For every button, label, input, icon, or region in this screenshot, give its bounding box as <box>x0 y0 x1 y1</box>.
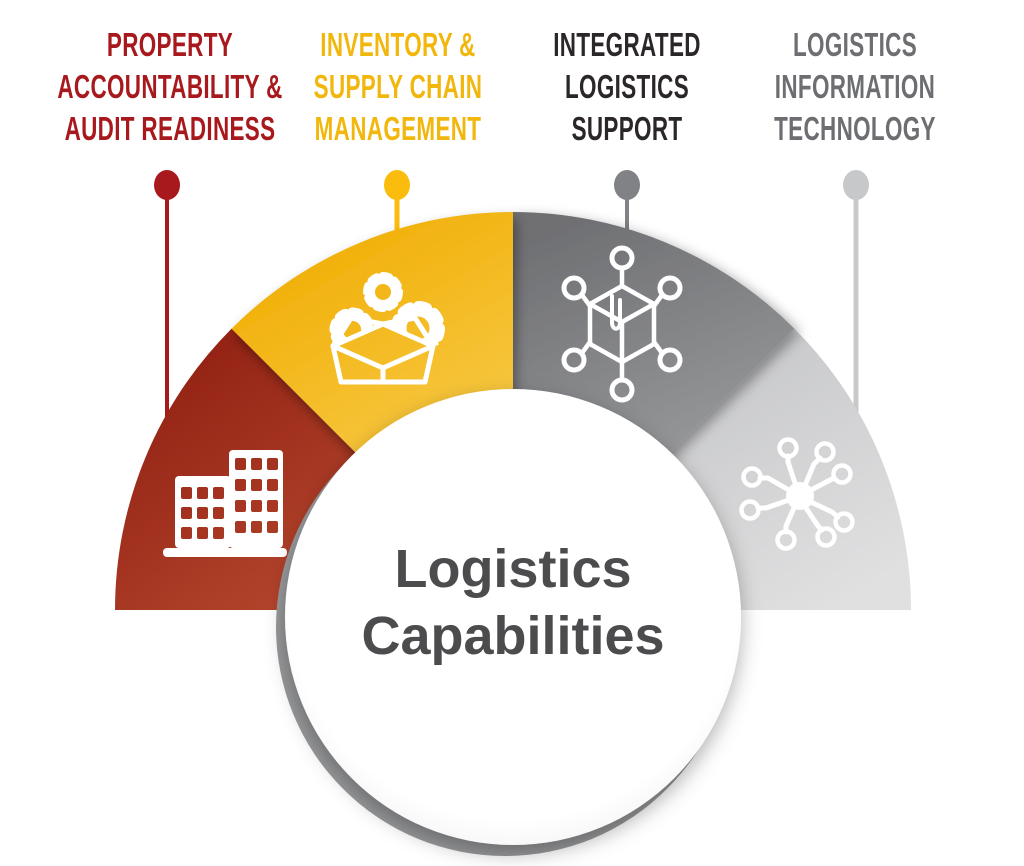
center-title: Logistics Capabilities <box>361 539 665 666</box>
center-disc <box>285 389 741 845</box>
leader-dot-information <box>843 170 869 200</box>
label-logistics-information-technology: LOGISTICS INFORMATION TECHNOLOGY <box>774 26 936 147</box>
buildings-icon <box>150 440 310 570</box>
leader-dot-integrated <box>614 170 640 200</box>
package-network-icon <box>561 245 683 403</box>
leader-dot-inventory <box>384 170 410 200</box>
label-integrated-logistics-support: INTEGRATED LOGISTICS SUPPORT <box>553 26 701 147</box>
circuit-icon <box>739 437 855 551</box>
label-inventory-supply-chain: INVENTORY & SUPPLY CHAIN MANAGEMENT <box>313 26 483 147</box>
leader-dot-property <box>154 170 180 200</box>
label-property-accountability: PROPERTY ACCOUNTABILITY & AUDIT READINES… <box>57 26 283 147</box>
